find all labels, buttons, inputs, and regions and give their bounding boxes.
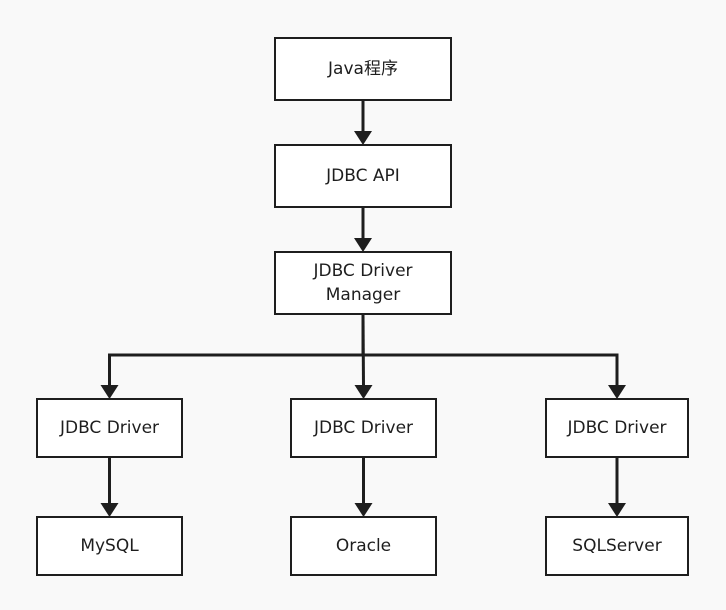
node-jdbc-driver-mysql: JDBC Driver xyxy=(36,398,183,458)
node-box xyxy=(36,516,183,576)
node-box xyxy=(36,398,183,458)
node-label: Oracle xyxy=(336,536,391,556)
node-java-program: Java程序 xyxy=(274,37,452,101)
node-label: JDBC API xyxy=(325,166,400,186)
arrow-jdbc-driver-mysql-to-mysql xyxy=(100,457,119,517)
arrow-java-program-to-jdbc-api xyxy=(354,100,372,145)
node-label: JDBC Driver xyxy=(312,261,412,281)
arrowhead xyxy=(354,131,372,145)
arrow-jdbc-driver-manager-to-jdbc-driver-sqlserver xyxy=(363,353,626,399)
node-oracle: Oracle xyxy=(290,516,437,576)
node-box xyxy=(545,398,689,458)
arrowhead xyxy=(354,385,373,399)
node-box xyxy=(274,144,452,208)
arrowhead xyxy=(100,385,119,399)
arrowhead xyxy=(608,503,626,517)
node-label: JDBC Driver xyxy=(566,418,666,438)
node-label: Java程序 xyxy=(327,59,398,79)
node-box xyxy=(274,37,452,101)
node-label: SQLServer xyxy=(572,536,661,556)
node-jdbc-driver-oracle: JDBC Driver xyxy=(290,398,437,458)
node-jdbc-api: JDBC API xyxy=(274,144,452,208)
arrow-jdbc-api-to-jdbc-driver-manager xyxy=(354,207,372,252)
node-box xyxy=(290,398,437,458)
arrow-jdbc-driver-sqlserver-to-sqlserver xyxy=(608,457,626,517)
node-label: Manager xyxy=(326,285,401,305)
edges-layer xyxy=(100,100,626,517)
node-label: JDBC Driver xyxy=(313,418,413,438)
node-sqlserver: SQLServer xyxy=(545,516,689,576)
node-label: JDBC Driver xyxy=(59,418,159,438)
node-mysql: MySQL xyxy=(36,516,183,576)
arrow-jdbc-driver-manager-to-jdbc-driver-mysql xyxy=(100,353,363,399)
node-box xyxy=(274,251,452,315)
arrowhead xyxy=(354,238,372,252)
node-box xyxy=(545,516,689,576)
arrow-jdbc-driver-oracle-to-oracle xyxy=(354,457,373,517)
node-jdbc-driver-sqlserver: JDBC Driver xyxy=(545,398,689,458)
arrowhead xyxy=(354,503,373,517)
node-label: MySQL xyxy=(80,536,139,556)
arrowhead xyxy=(608,385,626,399)
node-box xyxy=(290,516,437,576)
arrowhead xyxy=(100,503,119,517)
